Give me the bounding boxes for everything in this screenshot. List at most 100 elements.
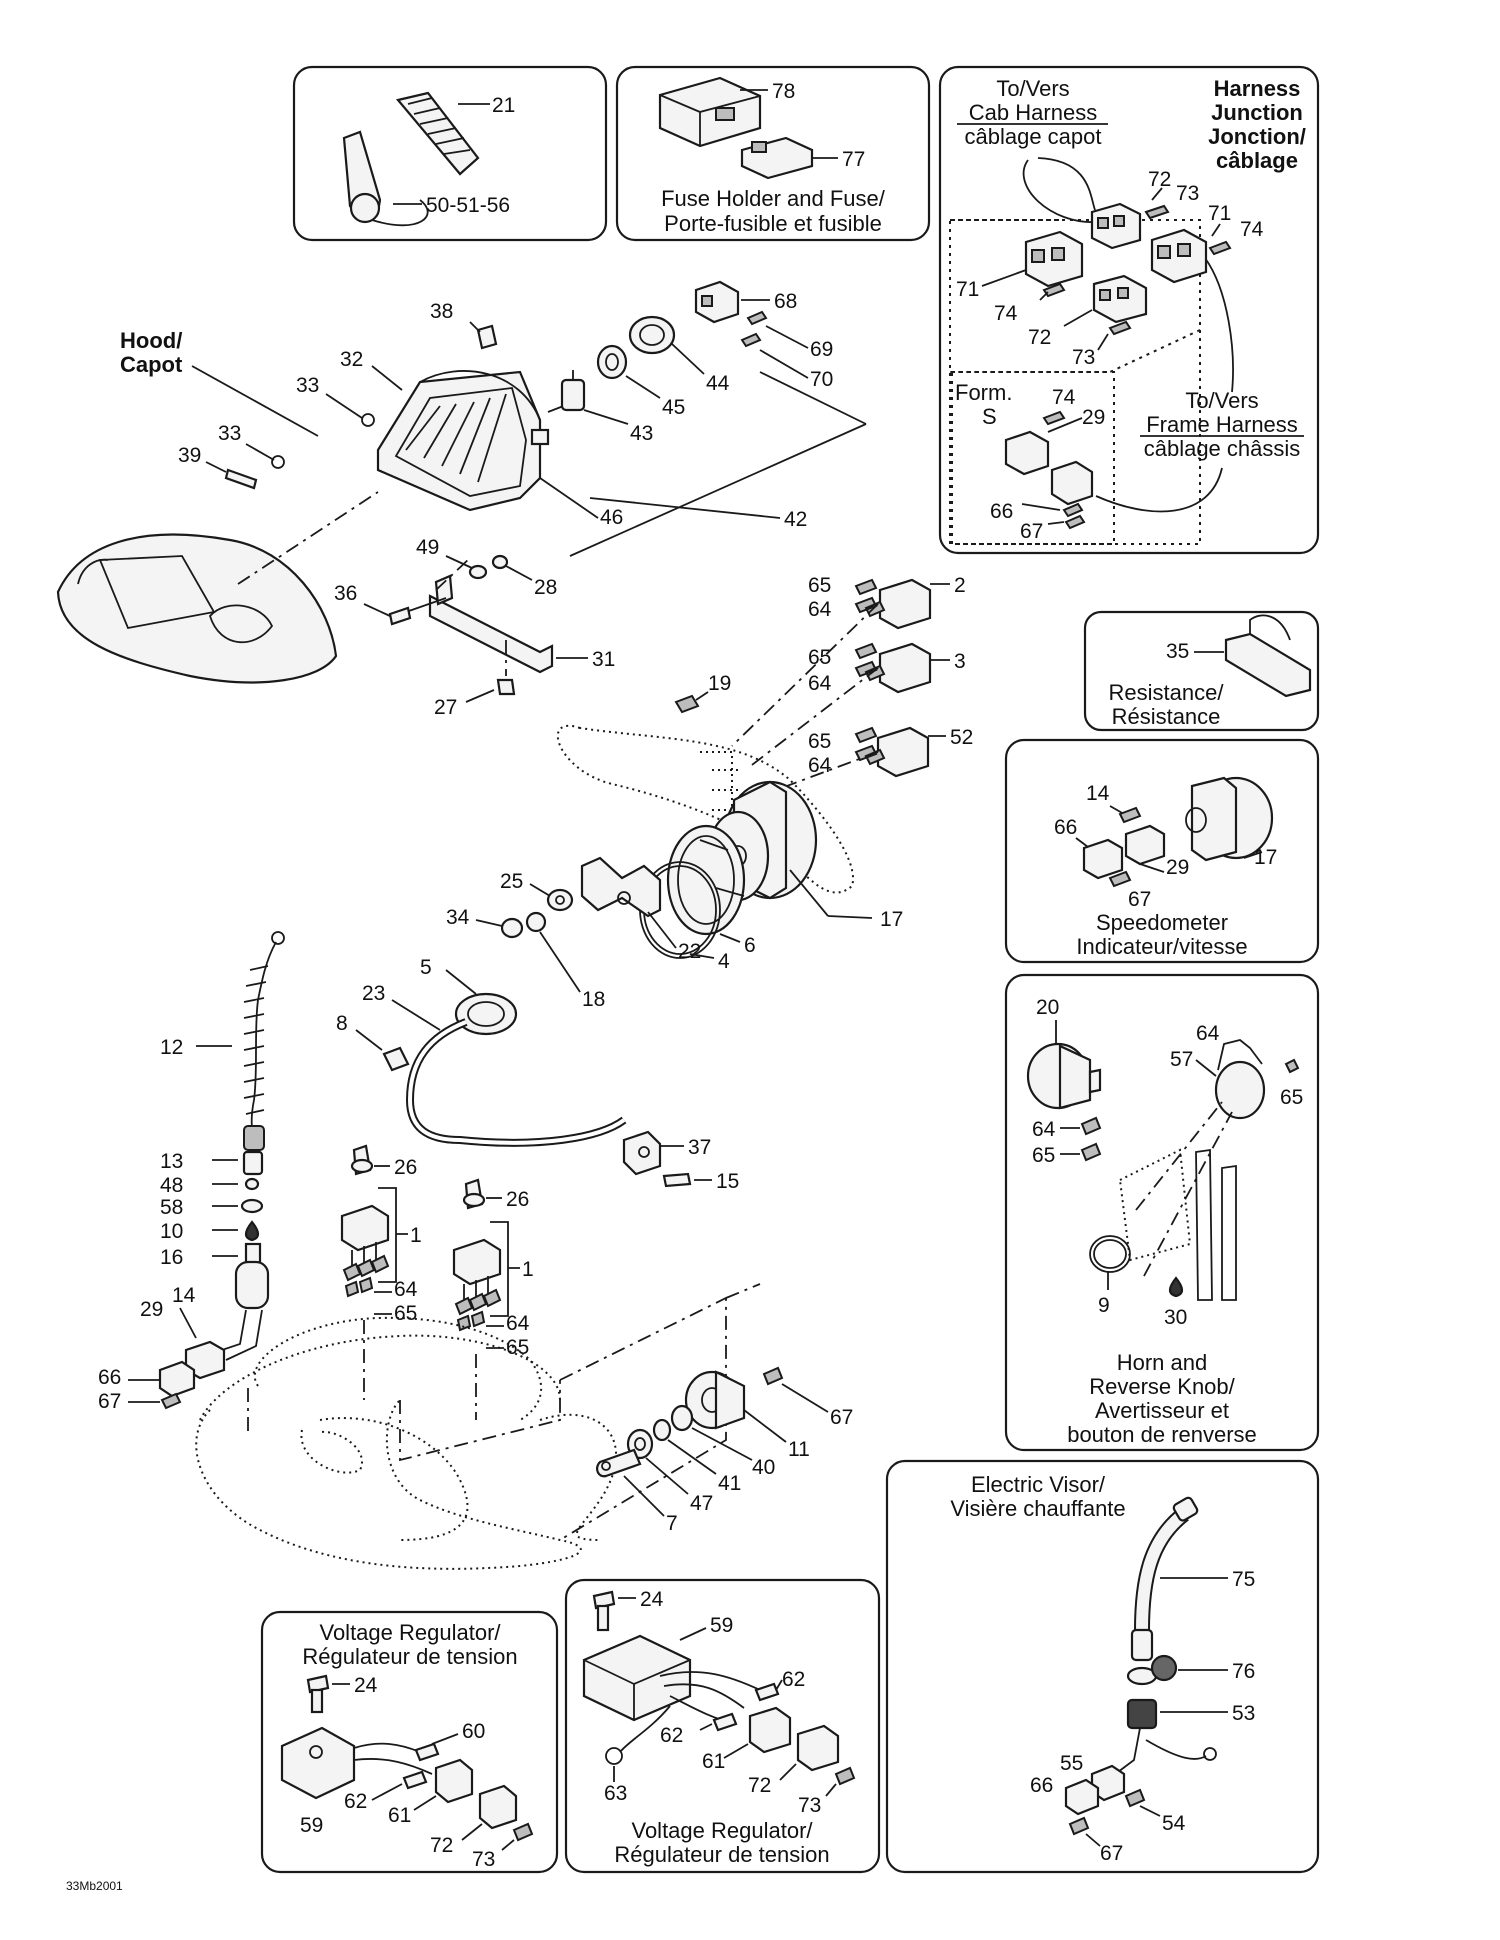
callout-12: 12 xyxy=(160,1036,183,1059)
regulator-59-left xyxy=(280,1726,356,1800)
callout-mid-63: 63 xyxy=(604,1782,627,1805)
callout-30: 30 xyxy=(1164,1306,1187,1329)
callout-13: 13 xyxy=(160,1150,183,1173)
callout-70: 70 xyxy=(810,368,833,391)
callout-harness-73-a: 73 xyxy=(1176,182,1199,205)
washer-18 xyxy=(525,911,547,933)
box-horn xyxy=(1004,973,1320,1452)
toggle-switch-1b xyxy=(452,1178,502,1302)
caption-horn-1: Horn and xyxy=(1117,1350,1208,1375)
callout-44: 44 xyxy=(706,372,730,395)
callout-harness-67: 67 xyxy=(1020,520,1043,543)
callout-65-a: 65 xyxy=(808,574,831,597)
callout-9: 9 xyxy=(1098,1294,1110,1317)
washer-49 xyxy=(468,564,488,580)
visor-cable-part xyxy=(1130,1496,1199,1662)
bolt-24-left xyxy=(306,1674,330,1714)
callout-visor-55: 55 xyxy=(1060,1752,1083,1775)
toggle-switch-1a xyxy=(340,1144,390,1268)
callout-20: 20 xyxy=(1036,996,1059,1019)
caption-harness-junction-4: câblage xyxy=(1216,148,1298,173)
caption-fuse-holder-1: Fuse Holder and Fuse/ xyxy=(661,186,886,211)
callout-27: 27 xyxy=(434,696,457,719)
caption-harness-junction-1: Harness xyxy=(1214,76,1301,101)
drawing-code: 33Mb2001 xyxy=(66,1879,123,1893)
form-s-connector-right xyxy=(1050,460,1094,506)
callout-speedo-66: 66 xyxy=(1054,816,1077,839)
callout-harness-72-a: 72 xyxy=(1148,168,1171,191)
callout-46: 46 xyxy=(600,506,623,529)
box-harness-junction xyxy=(938,65,1320,555)
callout-39: 39 xyxy=(178,444,201,467)
callout-64-d: 64 xyxy=(394,1278,418,1301)
callout-mid-24: 24 xyxy=(640,1588,664,1611)
caption-horn-3: Avertisseur et xyxy=(1095,1398,1229,1423)
callout-4: 4 xyxy=(718,950,730,973)
callout-3: 3 xyxy=(954,650,966,673)
callout-harness-71-a: 71 xyxy=(1208,202,1231,225)
callout-visor-67: 67 xyxy=(1100,1842,1123,1865)
caption-to-cab-3: câblage capot xyxy=(965,124,1102,149)
caption-to-cab-2: Cab Harness xyxy=(969,100,1097,125)
callout-66: 66 xyxy=(98,1366,121,1389)
nut-40 xyxy=(670,1404,694,1432)
callout-36: 36 xyxy=(334,582,357,605)
callout-visor-54: 54 xyxy=(1162,1812,1186,1835)
callout-mid-59: 59 xyxy=(710,1614,733,1637)
headlight-cap-44 xyxy=(628,315,676,355)
callout-left-73: 73 xyxy=(472,1848,495,1871)
reverse-knob-part xyxy=(1214,1039,1266,1120)
protective-sleeve-part xyxy=(396,91,480,176)
callout-40: 40 xyxy=(752,1456,775,1479)
caption-form-2: S xyxy=(982,404,997,429)
caption-visor-1: Electric Visor/ xyxy=(971,1472,1106,1497)
callout-47: 47 xyxy=(690,1492,713,1515)
washer-25 xyxy=(546,888,574,912)
indicator-5-part xyxy=(454,992,518,1036)
callout-48: 48 xyxy=(160,1174,183,1197)
clip-37-part xyxy=(622,1130,662,1176)
callout-mid-73: 73 xyxy=(798,1794,821,1817)
caption-resistance-1: Resistance/ xyxy=(1109,680,1225,705)
horn-button-part xyxy=(1026,1042,1102,1110)
callout-17: 17 xyxy=(880,908,903,931)
tie-wrap-part xyxy=(342,130,429,227)
callout-left-59: 59 xyxy=(300,1814,323,1837)
callout-64-h: 64 xyxy=(1196,1022,1220,1045)
callout-65-b: 65 xyxy=(808,646,831,669)
callout-64-i: 64 xyxy=(1032,1118,1056,1141)
nut-28 xyxy=(491,554,509,570)
callout-78: 78 xyxy=(772,80,795,103)
callout-left-24: 24 xyxy=(354,1674,378,1697)
callout-harness-74-b: 74 xyxy=(994,302,1018,325)
bracket-31-part xyxy=(428,574,554,674)
caption-horn-2: Reverse Knob/ xyxy=(1089,1374,1235,1399)
callout-speedo-67: 67 xyxy=(1128,888,1151,911)
callout-33-b: 33 xyxy=(218,422,241,445)
callout-37: 37 xyxy=(688,1136,711,1159)
callout-77: 77 xyxy=(842,148,865,171)
caption-speedometer-2: Indicateur/vitesse xyxy=(1076,934,1247,959)
callout-harness-71-b: 71 xyxy=(956,278,979,301)
callout-mid-62-b: 62 xyxy=(660,1724,683,1747)
callout-50-51-56: 50-51-56 xyxy=(426,194,510,217)
callout-65-i: 65 xyxy=(1032,1144,1055,1167)
box-speedometer xyxy=(1004,738,1320,964)
switch-52-part xyxy=(876,726,930,778)
box-electric-visor xyxy=(885,1459,1320,1874)
callout-left-61: 61 xyxy=(388,1804,411,1827)
callout-26-b: 26 xyxy=(506,1188,529,1211)
callout-7: 7 xyxy=(666,1512,678,1535)
switch-3-part xyxy=(878,642,932,694)
fuse-part xyxy=(740,136,814,180)
callout-2: 2 xyxy=(954,574,966,597)
caption-resistance-2: Résistance xyxy=(1112,704,1221,729)
callout-visor-53: 53 xyxy=(1232,1702,1255,1725)
callout-22: 22 xyxy=(678,940,701,963)
callout-28: 28 xyxy=(534,576,557,599)
callout-57: 57 xyxy=(1170,1048,1193,1071)
callout-45: 45 xyxy=(662,396,685,419)
caption-to-frame-3: câblage châssis xyxy=(1144,436,1301,461)
ignition-switch-11 xyxy=(684,1370,746,1430)
